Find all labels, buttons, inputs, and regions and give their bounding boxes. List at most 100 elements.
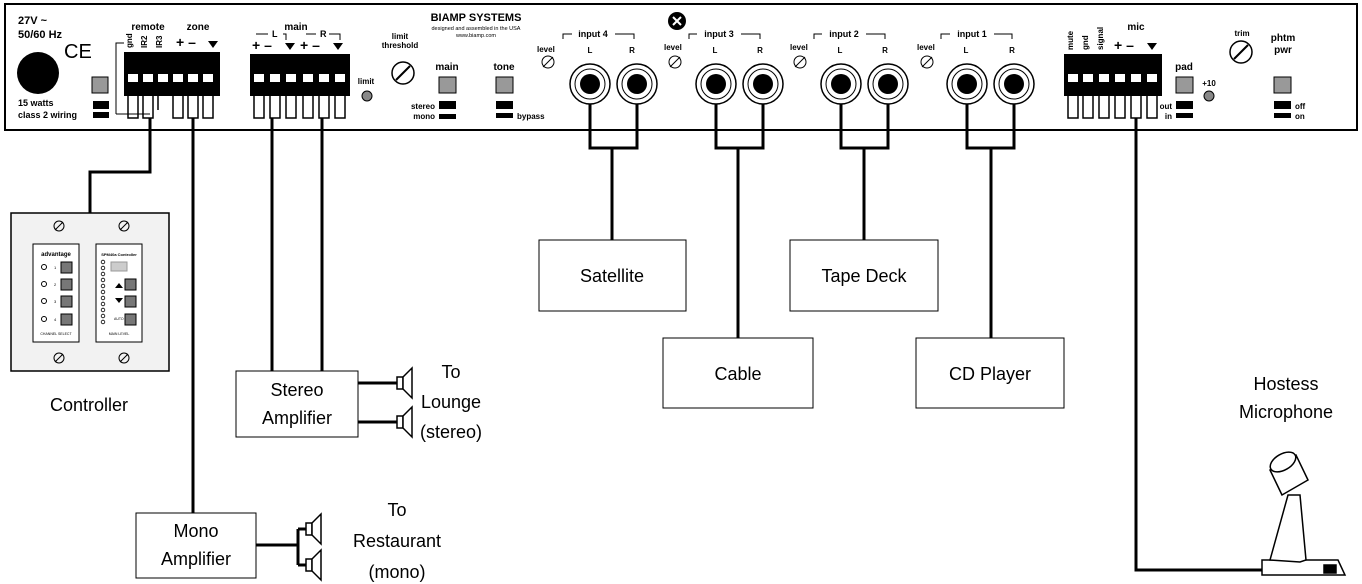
main-l-polarity: + – [252,37,272,53]
input-2-label: input 2 [829,29,859,39]
remote-ir2-label: IR2 [140,35,149,48]
plus10-led [1203,90,1215,102]
input-1-level-label: level [917,43,935,52]
input-4-label: input 4 [578,29,608,39]
phantom-label-1: phtm [1271,33,1296,44]
input-1-label: input 1 [957,29,987,39]
tone-label: tone [493,62,515,73]
limit-knob-indicator [395,65,411,81]
brand-url: www.biamp.com [455,33,496,39]
remote-switch-pos1 [93,101,109,109]
tape-deck-box [789,239,939,312]
controller-wall-plate: advantage 1 2 3 4 CHANNEL SELECT SPM40a … [10,212,170,372]
remote-zone-terminals [127,74,214,119]
cable-label: Cable [714,364,761,384]
input-1-section: level input 1 L R [917,29,1035,105]
trim-label: trim [1234,29,1249,38]
input-1-r-label: R [1009,46,1015,55]
svg-text:3: 3 [54,299,57,304]
mic-terminal-block [1064,54,1162,96]
tone-switch-pos1 [496,101,513,109]
stereo-label: stereo [411,102,435,111]
mic-wire [1134,118,1262,572]
main-switch-pos1 [439,101,456,109]
main-terminal-block [250,54,350,96]
wattage-line1: 15 watts [18,98,54,108]
wires [88,104,1262,572]
input-1-l-label: L [964,46,969,55]
input-2-section: level input 2 L R [790,29,909,105]
main-r-polarity: + – [300,37,320,53]
bypass-label: bypass [517,112,545,121]
lounge-speaker-bottom-icon [396,405,413,439]
auto-label: AUTO [114,317,124,321]
controller-brand: advantage [41,252,71,258]
main-level-label: MAIN LEVEL [109,332,130,336]
svg-text:4: 4 [54,317,57,322]
main-r-ground-icon [333,43,343,50]
mono-amp-label-1: Mono [173,521,218,541]
limit-led-label: limit [358,77,375,86]
stereo-amp-label-1: Stereo [270,380,323,400]
in-label: in [1165,112,1172,121]
ce-mark: CE [64,41,92,63]
mic-polarity: + – [1114,37,1134,53]
input-4-r-label: R [629,46,635,55]
remote-gnd-label: gnd [125,33,134,48]
lounge-speaker-top-icon [396,366,413,400]
limit-led [361,90,373,102]
limit-threshold-label-2: threshold [382,41,419,50]
lounge-label-2: Lounge [421,392,481,412]
input-2-level-label: level [790,43,808,52]
input-2-r-label: R [882,46,888,55]
cable-box [662,337,814,409]
input-3-r-label: R [757,46,763,55]
cd-player-box [915,337,1065,409]
channel-buttons [41,261,73,326]
microphone-icon [1261,451,1347,576]
brand-name: BIAMP SYSTEMS [431,12,522,24]
phantom-label-2: pwr [1274,45,1292,56]
restaurant-label-1: To [387,500,406,520]
main-switch-pos2 [439,114,456,119]
svg-text:1: 1 [54,265,57,270]
mono-label: mono [413,112,435,121]
power-rating: 27V ~ [18,15,48,27]
tone-switch-button [495,76,514,94]
main-switch-label: main [435,62,458,73]
limit-threshold-label-1: limit [392,32,409,41]
svg-text:2: 2 [54,282,57,287]
zone-ground-icon [208,41,218,48]
hostess-label-2: Microphone [1239,402,1333,422]
mic-mute-label: mute [1066,30,1075,50]
main-label: main [284,22,307,33]
off-label: off [1295,102,1306,111]
input-3-section: level input 3 L R [664,12,784,105]
on-label: on [1295,112,1305,121]
main-r-label: R [320,29,327,39]
wattage-line2: class 2 wiring [18,110,77,120]
remote-wire [88,118,152,213]
main-switch-button [438,76,457,94]
power-frequency: 50/60 Hz [18,29,63,41]
pad-switch-button [1175,76,1194,94]
mic-label: mic [1127,22,1145,33]
tape-deck-label: Tape Deck [821,266,907,286]
input-3-l-label: L [713,46,718,55]
power-jack [17,52,59,94]
hostess-label-1: Hostess [1253,374,1318,394]
satellite-box [538,239,687,312]
plus10-label: +10 [1202,79,1216,88]
mic-ground-icon [1147,43,1157,50]
input-3-label: input 3 [704,29,734,39]
input-2-l-label: L [838,46,843,55]
restaurant-label-2: Restaurant [353,531,441,551]
zone-label: zone [187,22,210,33]
pad-label: pad [1175,62,1193,73]
main-terminals [253,74,346,119]
stereo-amplifier-box [235,370,359,438]
mono-amp-label-2: Amplifier [161,549,231,569]
zone-polarity: + – [176,34,196,50]
input-4-level-label: level [537,45,555,54]
